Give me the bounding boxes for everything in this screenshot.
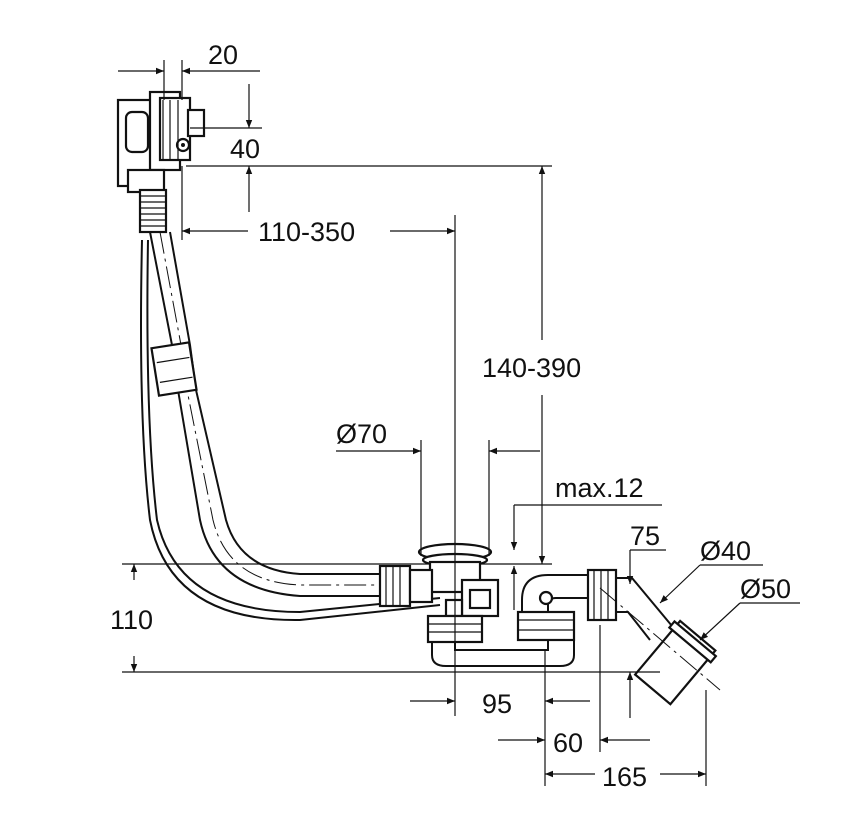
cable-and-pipe-run (140, 231, 441, 622)
drain-assembly (378, 542, 500, 644)
trap-and-outlet (431, 568, 721, 706)
dim-outlet-small-diameter: Ø40 (700, 536, 751, 566)
corrugated-hose (138, 188, 168, 234)
dimension-lines (118, 60, 800, 786)
dim-drain-diameter: Ø70 (336, 419, 387, 449)
dim-drain-to-trap: 95 (482, 689, 512, 719)
dim-trap-to-outlet: 60 (553, 728, 583, 758)
overflow-head (116, 90, 206, 194)
dim-trap-height: 110 (110, 605, 153, 635)
dim-trap-to-outlet-end: 165 (602, 762, 647, 792)
dim-overflow-height: 40 (230, 134, 260, 164)
dim-vertical-range: 140-390 (482, 353, 581, 383)
dim-max-thickness: max.12 (555, 473, 644, 503)
dim-outlet-large-diameter: Ø50 (740, 574, 791, 604)
dim-horizontal-range: 110-350 (258, 217, 355, 247)
dim-top-width: 20 (208, 40, 238, 70)
dim-outlet-offset: 75 (630, 521, 660, 551)
